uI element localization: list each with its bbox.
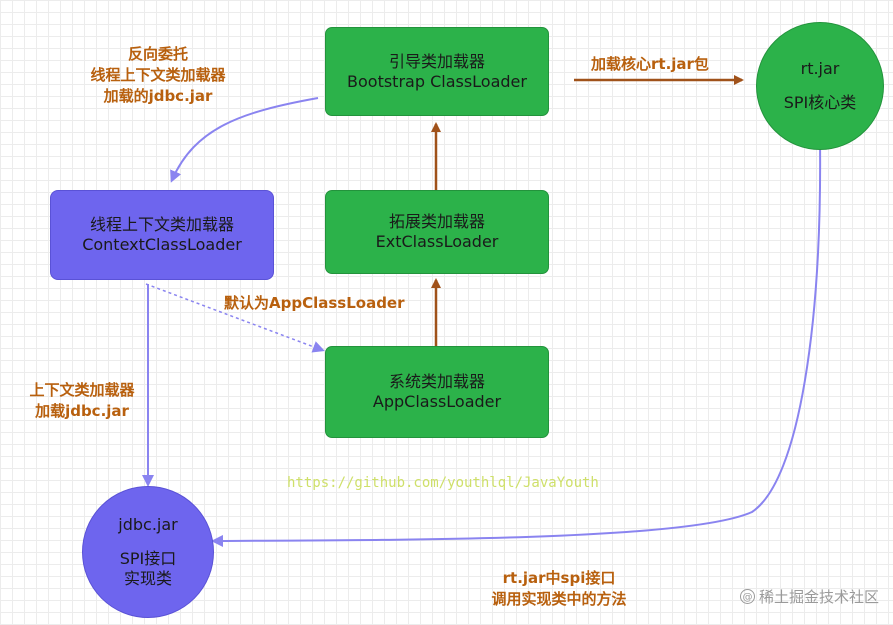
- label-rt-calls: rt.jar中spi接口 调用实现类中的方法: [474, 568, 644, 610]
- node-jdbcjar-line3: 实现类: [123, 569, 172, 588]
- label-reverse-delegate-line1: 反向委托: [127, 45, 188, 63]
- label-context-load: 上下文类加载器 加载jdbc.jar: [22, 380, 142, 422]
- brand-text: 稀土掘金技术社区: [758, 588, 879, 606]
- node-rtjar: rt.jar SPI核心类: [756, 22, 884, 150]
- label-reverse-delegate-line2: 线程上下文类加载器: [90, 66, 226, 84]
- label-default-app: 默认为AppClassLoader: [224, 294, 405, 312]
- node-rtjar-title: rt.jar: [800, 59, 840, 78]
- node-jdbcjar-line2: SPI接口: [119, 549, 177, 568]
- node-ext-title: 拓展类加载器: [388, 212, 485, 231]
- label-context-load-line2: 加载jdbc.jar: [35, 402, 129, 420]
- node-ext-classloader: 拓展类加载器 ExtClassLoader: [325, 190, 549, 274]
- label-context-load-line1: 上下文类加载器: [29, 381, 135, 399]
- node-app-classloader: 系统类加载器 AppClassLoader: [325, 346, 549, 438]
- node-app-title: 系统类加载器: [388, 372, 485, 391]
- node-bootstrap-classloader: 引导类加载器 Bootstrap ClassLoader: [325, 27, 549, 116]
- edge-rtjar-to-jdbcjar: [211, 139, 822, 547]
- github-watermark: https://github.com/youthlql/JavaYouth: [287, 475, 599, 491]
- node-rtjar-subtitle: SPI核心类: [783, 93, 857, 112]
- edge-reverse-delegate: [170, 97, 319, 183]
- node-app-subtitle: AppClassLoader: [372, 392, 502, 411]
- label-reverse-delegate-line3: 加载的jdbc.jar: [103, 87, 213, 105]
- node-jdbcjar: jdbc.jar SPI接口 实现类: [82, 486, 214, 618]
- node-ext-subtitle: ExtClassLoader: [375, 232, 499, 251]
- node-context-subtitle: ContextClassLoader: [82, 235, 242, 254]
- edge-context-to-app: [145, 283, 325, 353]
- label-load-core: 加载核心rt.jar包: [591, 55, 709, 73]
- label-rt-calls-line2: 调用实现类中的方法: [491, 590, 627, 608]
- brand-watermark: @ 稀土掘金技术社区: [739, 586, 879, 607]
- node-context-title: 线程上下文类加载器: [89, 215, 234, 234]
- node-context-classloader: 线程上下文类加载器 ContextClassLoader: [50, 190, 274, 280]
- node-bootstrap-subtitle: Bootstrap ClassLoader: [347, 71, 527, 91]
- node-bootstrap-title: 引导类加载器: [388, 51, 485, 71]
- at-icon: @: [739, 589, 755, 604]
- label-rt-calls-line1: rt.jar中spi接口: [502, 569, 616, 587]
- node-jdbcjar-title: jdbc.jar: [118, 515, 178, 534]
- label-reverse-delegate: 反向委托 线程上下文类加载器 加载的jdbc.jar: [70, 44, 246, 107]
